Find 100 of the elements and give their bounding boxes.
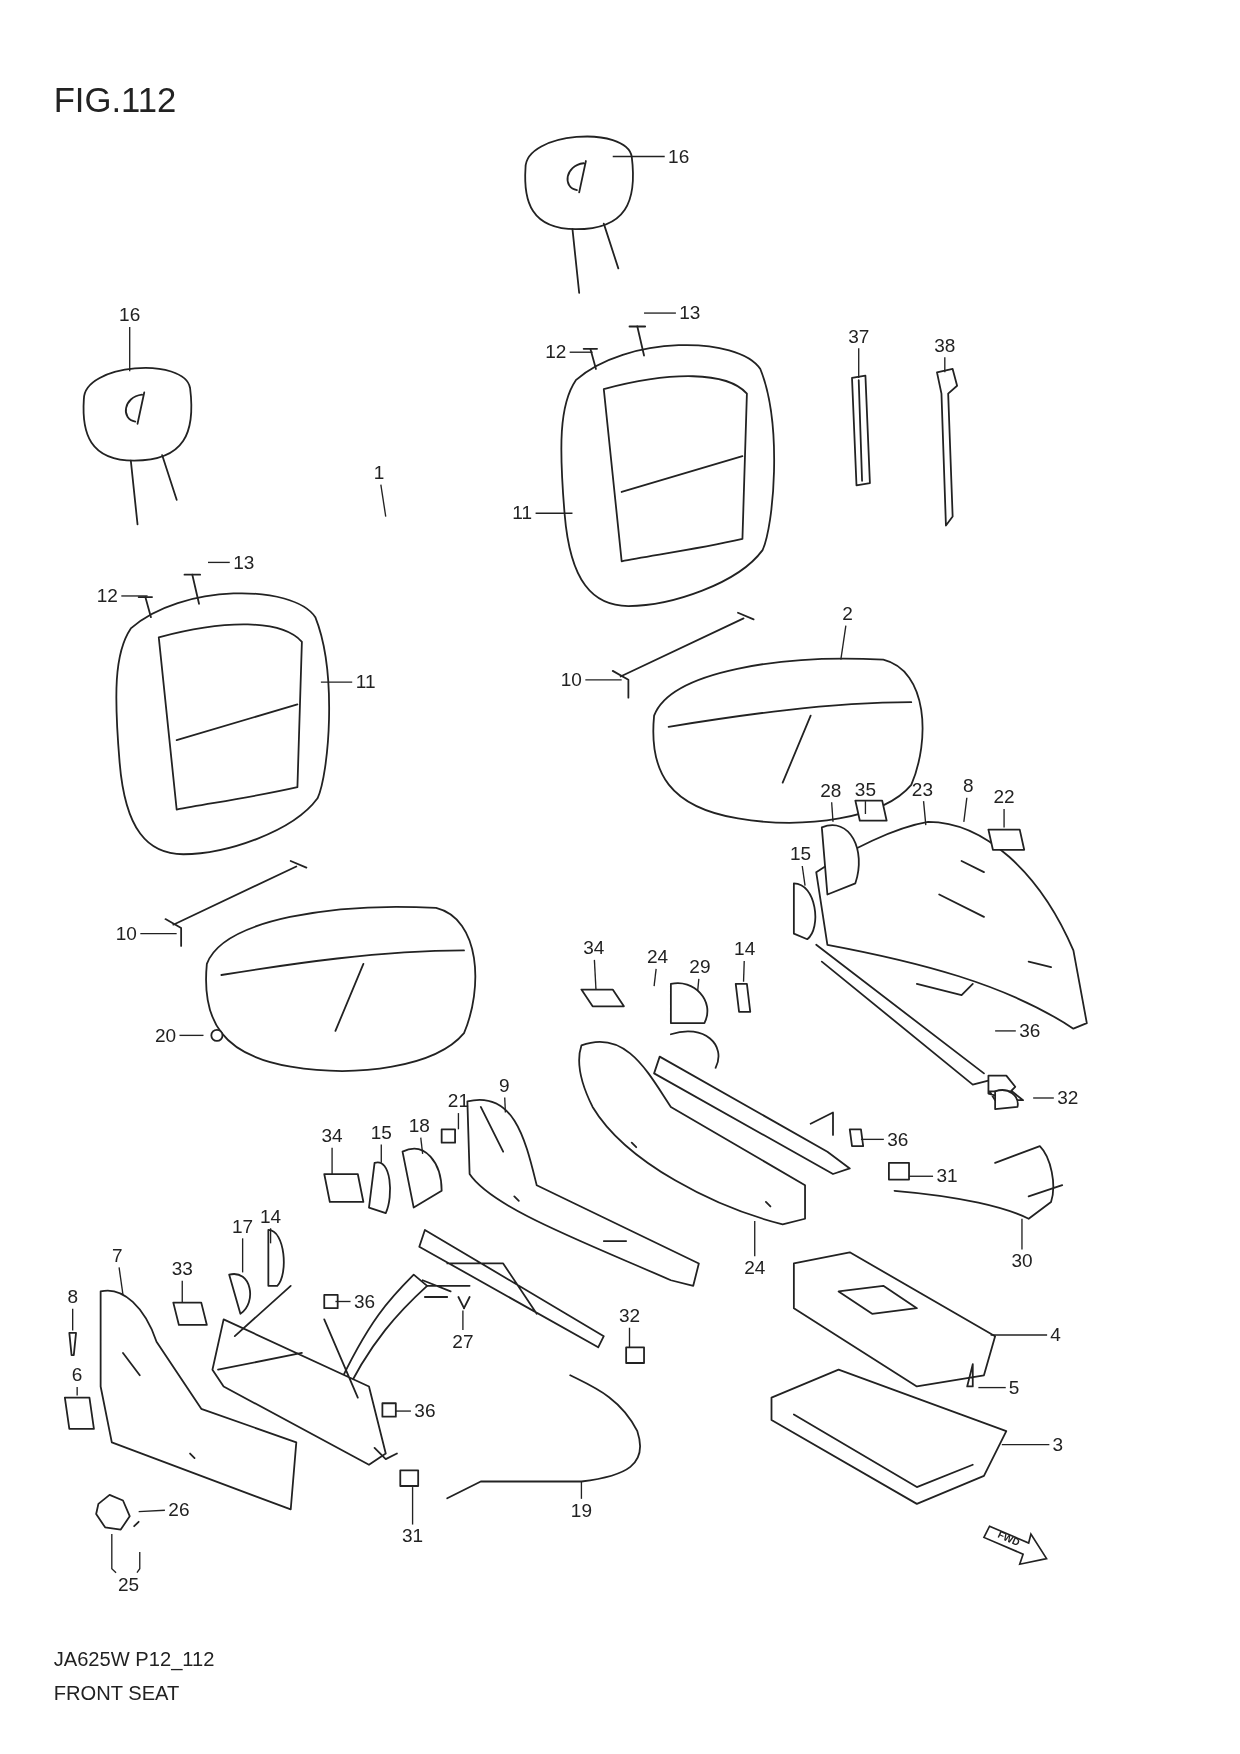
callout-number: 32 [618,1306,641,1326]
leader-line [801,865,806,887]
callout-number: 8 [67,1287,78,1307]
leader-line [944,356,946,373]
drawing-code: JA625W P12_112 [53,1648,215,1672]
leader-line [742,960,745,983]
callout-number: 14 [260,1207,282,1226]
leader-line [1021,1218,1023,1251]
callout-number: 36 [1019,1021,1041,1041]
callout-number: 13 [233,552,255,572]
callout-number: 13 [679,303,701,323]
callout-number: 16 [119,305,141,325]
callout-number: 1 [373,463,385,483]
leader-line [395,1410,412,1412]
leader-line [534,512,574,514]
callout-number: 31 [402,1526,424,1546]
leader-line [411,1486,414,1526]
leader-line [1003,808,1005,829]
callout-number: 26 [168,1499,190,1519]
callout-number: 30 [1011,1251,1033,1271]
callout-number: 35 [854,779,876,799]
callout-number: 37 [848,327,870,347]
leader-line [207,561,231,564]
callout-number: 19 [570,1501,592,1521]
callout-number: 33 [171,1259,193,1279]
callout-number: 25 [118,1574,140,1594]
callout-number: 12 [545,342,567,362]
callout-number: 3 [1052,1435,1064,1455]
callout-number: 32 [1057,1088,1079,1108]
callout-number: 10 [560,670,582,690]
callout-number: 2 [842,604,853,624]
leader-line [139,932,178,935]
callout-number: 11 [355,672,376,692]
direction-label: FWD [996,1528,1022,1549]
callout-number: 11 [512,503,533,523]
leader-line [858,347,860,379]
leader-line [420,1137,424,1155]
leader-line [593,959,597,991]
callout-number: 8 [963,776,974,796]
leader-line [628,1327,631,1348]
leader-line [653,968,657,987]
leader-line [643,312,677,314]
callout-number: 23 [911,779,934,799]
drawing-name: FRONT SEAT [53,1681,180,1706]
leader-line [241,1237,244,1274]
leader-line [129,326,131,372]
callout-number: 38 [934,336,956,355]
leader-line [580,1480,583,1500]
callout-number: 20 [154,1025,177,1045]
leader-line [136,1551,141,1574]
callout-number: 31 [936,1166,958,1186]
callout-number: 9 [499,1076,510,1096]
callout-number: 6 [71,1365,83,1385]
leader-line [320,681,353,683]
callout-number: 10 [115,924,137,944]
callout-number: 21 [447,1091,469,1111]
leader-line [963,797,968,823]
leader-line [584,679,623,681]
figure-title: FIG.112 [53,80,177,121]
leader-line [569,351,594,353]
leader-line [380,484,387,518]
callout-number: 15 [370,1123,392,1143]
leader-line [990,1334,1048,1336]
leader-line [72,1308,74,1332]
leader-line [908,1175,934,1177]
leader-line [462,1309,464,1331]
leader-line [138,1509,166,1513]
callout-number: 18 [408,1116,430,1136]
leader-line [118,1266,124,1296]
callout-number: 24 [646,947,669,967]
leader-line [178,1034,205,1037]
callout-number: 36 [887,1129,909,1149]
leader-line [1032,1097,1055,1099]
callout-number: 28 [820,781,842,800]
leader-line [334,1300,352,1303]
callout-number: 15 [790,844,812,864]
leader-line [922,800,927,826]
leader-line [181,1280,183,1304]
leader-line [111,1533,117,1574]
leader-line [269,1227,272,1244]
leader-line [76,1386,78,1397]
leader-line [1001,1443,1051,1446]
leader-line [754,1220,756,1257]
callout-number: 24 [744,1258,766,1278]
callout-number: 14 [734,939,756,959]
callout-number: 7 [112,1246,123,1266]
leader-line [612,155,666,158]
callout-number: 29 [689,957,711,977]
callout-number: 27 [452,1332,474,1352]
callout-number: 16 [668,147,690,167]
leader-line [977,1386,1007,1389]
leader-line [380,1143,382,1164]
leader-line [840,624,847,661]
callout-number: 5 [1008,1378,1020,1398]
leader-line [864,800,867,815]
callout-number: 4 [1050,1325,1061,1345]
callout-number: 36 [353,1292,376,1311]
leader-line [697,978,700,992]
callout-number: 34 [583,938,605,958]
leader-line [504,1096,507,1114]
